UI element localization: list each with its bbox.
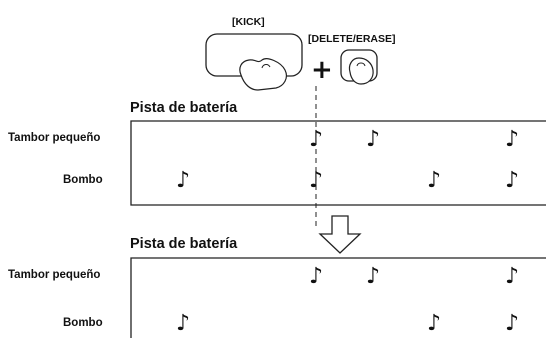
before-note-snare: ♪	[366, 127, 380, 152]
after-note-kick: ♪	[427, 311, 441, 336]
after-row-label-snare: Tambor pequeño	[8, 269, 100, 281]
down-arrow-icon	[318, 215, 362, 254]
plus-symbol: +	[311, 55, 333, 85]
kick-button-group: [KICK]	[205, 16, 303, 91]
finger-icon	[239, 58, 288, 91]
before-section: Pista de batería Tambor pequeño Bombo ♪♪…	[8, 100, 546, 206]
after-note-snare: ♪	[309, 264, 323, 289]
after-note-snare: ♪	[505, 264, 519, 289]
delete-button-group: [DELETE/ERASE]	[308, 33, 396, 85]
after-track-box	[130, 257, 546, 338]
after-note-kick: ♪	[505, 311, 519, 336]
delete-button-label: [DELETE/ERASE]	[308, 33, 396, 45]
before-row-label-kick: Bombo	[63, 174, 103, 186]
kick-button-label: [KICK]	[232, 16, 265, 28]
after-notes: ♪ ♪ ♪ ♪ ♪ ♪	[176, 264, 519, 336]
after-section: Pista de batería Tambor pequeño Bombo ♪♪…	[8, 236, 546, 338]
after-track-title: Pista de batería	[130, 236, 238, 252]
after-note-snare: ♪	[366, 264, 380, 289]
before-note-kick: ♪	[176, 168, 190, 193]
before-note-kick: ♪	[427, 168, 441, 193]
before-track-box	[130, 120, 546, 206]
before-note-snare: ♪	[505, 127, 519, 152]
before-row-label-snare: Tambor pequeño	[8, 132, 100, 144]
finger-icon	[348, 57, 374, 85]
fingernail-icon	[356, 62, 366, 67]
before-note-kick: ♪	[505, 168, 519, 193]
fingernail-icon	[261, 64, 271, 69]
before-note-kick: ♪	[309, 168, 323, 193]
before-note-snare: ♪	[309, 127, 323, 152]
after-row-label-kick: Bombo	[63, 317, 103, 329]
before-track-title: Pista de batería	[130, 100, 238, 116]
before-notes: ♪ ♪ ♪ ♪ ♪ ♪ ♪	[176, 127, 519, 193]
after-note-kick: ♪	[176, 311, 190, 336]
